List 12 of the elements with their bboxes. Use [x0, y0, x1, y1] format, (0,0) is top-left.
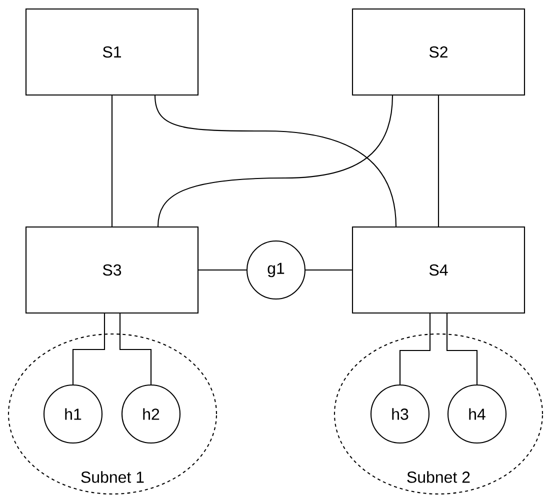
- connector-line: [399, 314, 431, 384]
- connector-line: [72, 314, 106, 384]
- node-box: S3: [25, 226, 199, 314]
- connector-line: [446, 314, 478, 384]
- connector-line: [119, 314, 152, 384]
- connector-line: [438, 96, 440, 226]
- node-box: S1: [25, 8, 199, 96]
- node-box: S4: [352, 226, 526, 314]
- connector-line: [306, 269, 352, 270]
- connector-line: [111, 96, 113, 226]
- connector-line: [198, 269, 246, 270]
- node-box: S2: [352, 8, 526, 96]
